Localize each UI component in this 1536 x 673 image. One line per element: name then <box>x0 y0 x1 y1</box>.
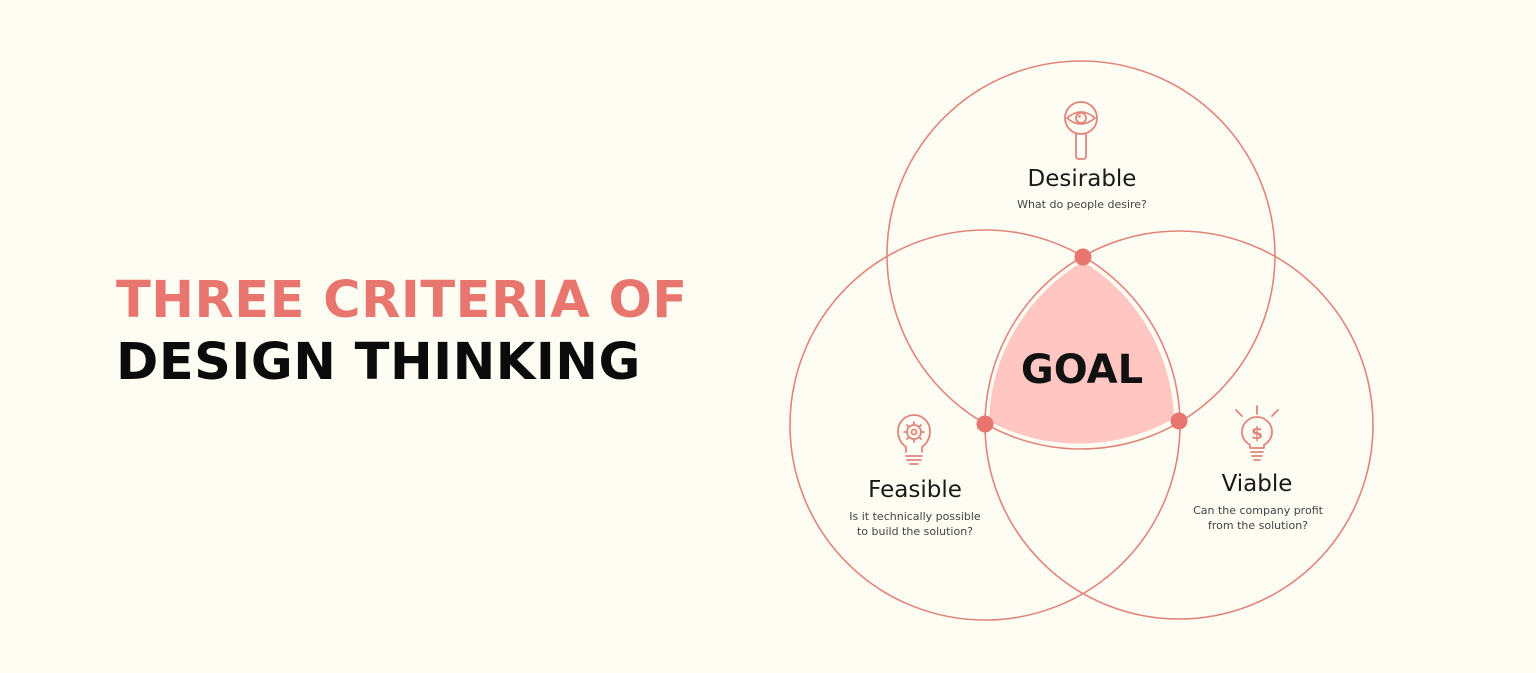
feasible-question-line2: to build the solution? <box>857 525 973 538</box>
title-line-1: THREE CRITERIA OF <box>116 271 688 330</box>
viable-question-line2: from the solution? <box>1208 519 1308 532</box>
desirable-circle <box>886 60 1276 450</box>
goal-region <box>983 255 1180 450</box>
dollar-bulb-icon <box>1235 405 1279 461</box>
intersection-dot-right <box>1170 412 1188 430</box>
desirable-question: What do people desire? <box>1017 198 1147 211</box>
intersection-dot-left <box>976 415 994 433</box>
intersection-dot-top <box>1074 248 1092 266</box>
desirable-title: Desirable <box>1028 166 1137 192</box>
title-line-2: DESIGN THINKING <box>116 333 641 392</box>
feasible-question-line1: Is it technically possible <box>849 510 981 523</box>
gear-bulb-icon <box>897 414 931 465</box>
goal-label: GOAL <box>1021 347 1143 393</box>
viable-question-line1: Can the company profit <box>1193 504 1324 517</box>
page-title: THREE CRITERIA OF DESIGN THINKING <box>116 270 688 394</box>
viable-title: Viable <box>1222 471 1293 497</box>
eye-magnifier-icon <box>1064 101 1098 160</box>
feasible-title: Feasible <box>868 477 962 503</box>
dollar-glyph: $ <box>1251 424 1263 444</box>
